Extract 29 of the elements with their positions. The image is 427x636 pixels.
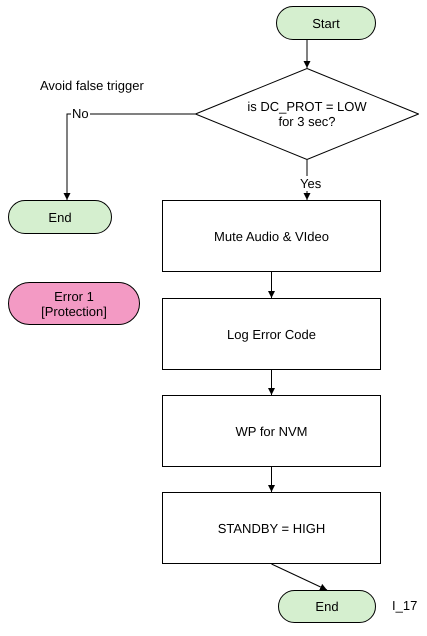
arrow [268, 272, 275, 298]
node-label: End [48, 210, 72, 224]
process-box [162, 298, 381, 370]
note: Avoid false trigger [40, 78, 144, 93]
end-terminal [8, 200, 112, 234]
arrow [268, 370, 275, 396]
arrow [304, 40, 310, 68]
node-label: End [315, 599, 339, 614]
node-label: WP for NVM [236, 424, 308, 438]
arrow [304, 160, 310, 200]
node-label: is DC_PROT = LOW for 3 sec? [246, 99, 368, 129]
node-label: Start [312, 16, 340, 30]
arrow [268, 466, 275, 492]
end-terminal [278, 590, 376, 623]
node-label: Error 1 [Protection] [40, 288, 108, 318]
edge-label: No [71, 106, 90, 121]
arrow [64, 114, 196, 200]
process-box [162, 200, 381, 272]
edge-label: Yes [299, 176, 322, 191]
process-box [162, 395, 381, 467]
figure-id: I_17 [392, 598, 418, 613]
process-box [162, 492, 381, 564]
node-label: Mute Audio & VIdeo [214, 228, 329, 244]
node-label: STANDBY = HIGH [218, 520, 326, 536]
node-label: Log Error Code [227, 326, 316, 342]
decision-diamond [195, 68, 419, 160]
arrow [271, 564, 328, 590]
start-terminal [276, 6, 376, 40]
error-terminal [8, 282, 140, 325]
